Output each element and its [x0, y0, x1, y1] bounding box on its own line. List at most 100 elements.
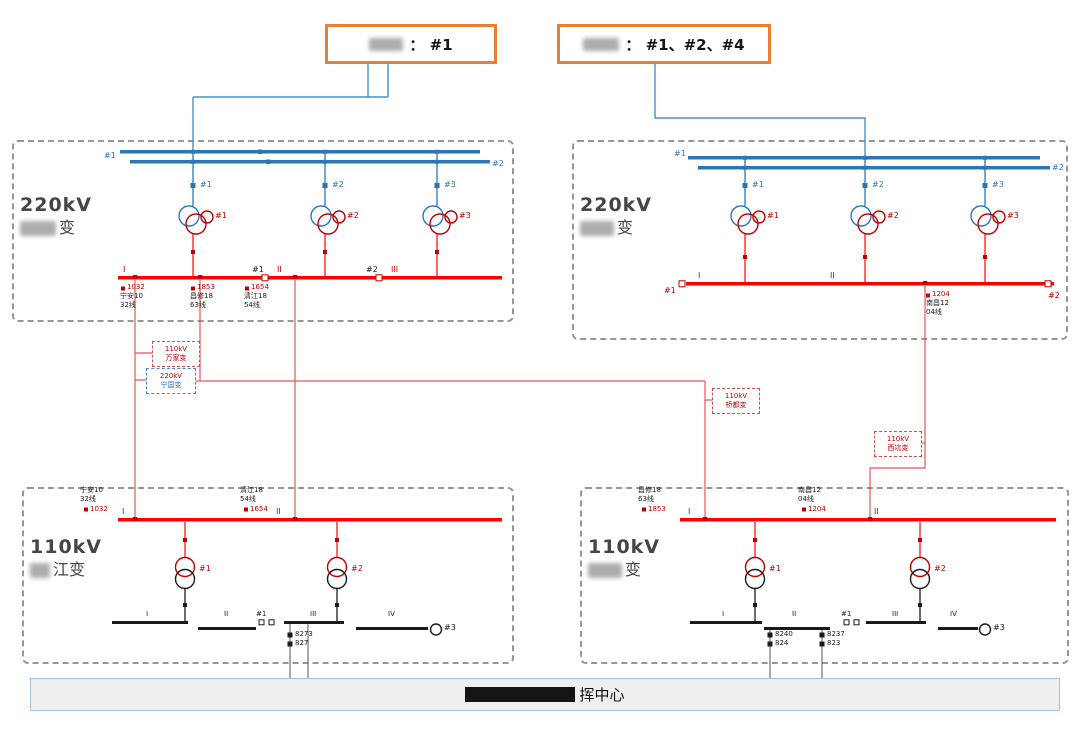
breaker-number: 8240: [775, 630, 793, 638]
transformer-label: #1: [199, 564, 211, 573]
station-name-suffix: 变: [617, 218, 634, 237]
hv-bus1-label: #1: [104, 151, 116, 160]
redacted-text: [30, 562, 50, 578]
bus-110-left: [84, 507, 502, 522]
bus-section-label: I: [122, 507, 125, 516]
bus-end-label: #2: [1048, 291, 1060, 300]
feeder-name: 清江18: [244, 292, 267, 300]
substation-220kv-left-box: [12, 140, 514, 322]
bay-label: #2: [872, 180, 884, 189]
transformer-bay-right-3: [970, 155, 1006, 282]
station-voltage-110l: 110kV: [30, 536, 103, 558]
tap-station-ningguo: 220kV 宁国变: [146, 368, 196, 394]
hv-bus2-label: #2: [1052, 163, 1064, 172]
bus-section-label: I: [688, 507, 691, 516]
transformer-bay-left-1: [178, 149, 214, 276]
lv-section-label: III: [892, 610, 899, 618]
incoming-line: 54线: [240, 495, 256, 503]
transformer-110-right-1: [744, 522, 766, 621]
aux-transformer-label: #3: [993, 623, 1005, 632]
tap-voltage: 110kV: [164, 345, 188, 354]
tap-voltage: 220kV: [159, 372, 183, 381]
feeder-name: 南昌12: [926, 299, 949, 307]
lv-tie-label: #1: [841, 610, 852, 618]
lv-busbars-left: [112, 619, 443, 678]
redacted-text: [20, 220, 56, 236]
breaker-number: 823: [827, 639, 841, 647]
transformer-110-left-2: [326, 522, 348, 621]
callout-right-label: ： #1、#2、#4: [625, 35, 745, 54]
incoming-line: 04线: [798, 495, 814, 503]
incoming-name: 昌修18: [638, 486, 661, 494]
substation-220kv-right-box: [572, 140, 1068, 340]
lv-section-label: IV: [950, 610, 957, 618]
transformer-bay-left-3: [422, 149, 458, 276]
hv-bus1-label: #1: [674, 149, 686, 158]
bus-section-label: I: [123, 265, 126, 274]
tap-station-xikeng: 110kV 西坑变: [874, 431, 922, 457]
lv-section-label: I: [722, 610, 725, 618]
station-voltage-220r: 220kV: [580, 194, 653, 216]
incoming-number: 1204: [808, 505, 826, 513]
bus-section-label: II: [277, 265, 282, 274]
lv-tie-label: #1: [256, 610, 267, 618]
bay-label: #3: [444, 180, 456, 189]
tap-name: 西坑变: [887, 444, 909, 452]
incoming-name: 宁安10: [80, 486, 103, 494]
station-name-220r: 变: [580, 220, 633, 236]
feeder-name: 宁安10: [120, 292, 143, 300]
bus-end-label: #1: [664, 286, 676, 295]
transformer-label: #2: [351, 564, 363, 573]
feeder-line: 04线: [926, 308, 942, 316]
bus-110-right: [642, 507, 1056, 522]
feeder-number: 1032: [127, 283, 145, 291]
station-name-suffix: 江变: [53, 560, 86, 579]
tap-name: 万家变: [165, 354, 187, 362]
tap-voltage: 110kV: [724, 392, 748, 401]
bay-label: #1: [200, 180, 212, 189]
feeder-number: 1654: [251, 283, 269, 291]
feeder-number: 1853: [197, 283, 215, 291]
tap-voltage: 110kV: [886, 435, 910, 444]
incoming-name: 清江18: [240, 486, 263, 494]
redacted-text: [583, 37, 620, 51]
callout-right: ： #1、#2、#4: [557, 24, 771, 64]
station-name-suffix: 变: [59, 218, 76, 237]
bus-section-label: III: [391, 265, 399, 274]
station-voltage-220l: 220kV: [20, 194, 93, 216]
bay-label: #2: [332, 180, 344, 189]
station-name-220l: 变: [20, 220, 75, 236]
bus-tie-label: #2: [366, 265, 378, 274]
transformer-label: #2: [347, 211, 359, 220]
breaker-number: 824: [775, 639, 789, 647]
command-center-label: 挥中心: [579, 686, 625, 704]
feeder-line: 54线: [244, 301, 260, 309]
redacted-text: [580, 220, 614, 236]
transformer-label: #2: [934, 564, 946, 573]
transformer-110-left-1: [174, 522, 196, 621]
redacted-text-block: [465, 687, 576, 702]
hv-bus2-label: #2: [492, 159, 504, 168]
station-voltage-110r: 110kV: [588, 536, 661, 558]
callout-right-feed-line: [654, 58, 866, 158]
lv-section-label: II: [224, 610, 229, 618]
bus-section-label: II: [874, 507, 879, 516]
tap-station-wanjia: 110kV 万家变: [152, 341, 200, 367]
transformer-bay-right-2: [850, 155, 886, 282]
bus-section-label: I: [698, 271, 701, 280]
incoming-number: 1853: [648, 505, 666, 513]
lv-section-label: II: [792, 610, 797, 618]
redacted-text: [369, 37, 404, 51]
incoming-number: 1654: [250, 505, 268, 513]
command-center-bar: 挥中心: [30, 678, 1060, 711]
bus-section-label: II: [276, 507, 281, 516]
callout-left-feed-line: [192, 58, 389, 152]
transformer-label: #1: [767, 211, 779, 220]
mv-busbar-left: [118, 274, 502, 291]
incoming-number: 1032: [90, 505, 108, 513]
tap-name: 宁国变: [160, 381, 182, 389]
redacted-text: [588, 562, 622, 578]
station-name-110l: 江变: [30, 562, 85, 578]
